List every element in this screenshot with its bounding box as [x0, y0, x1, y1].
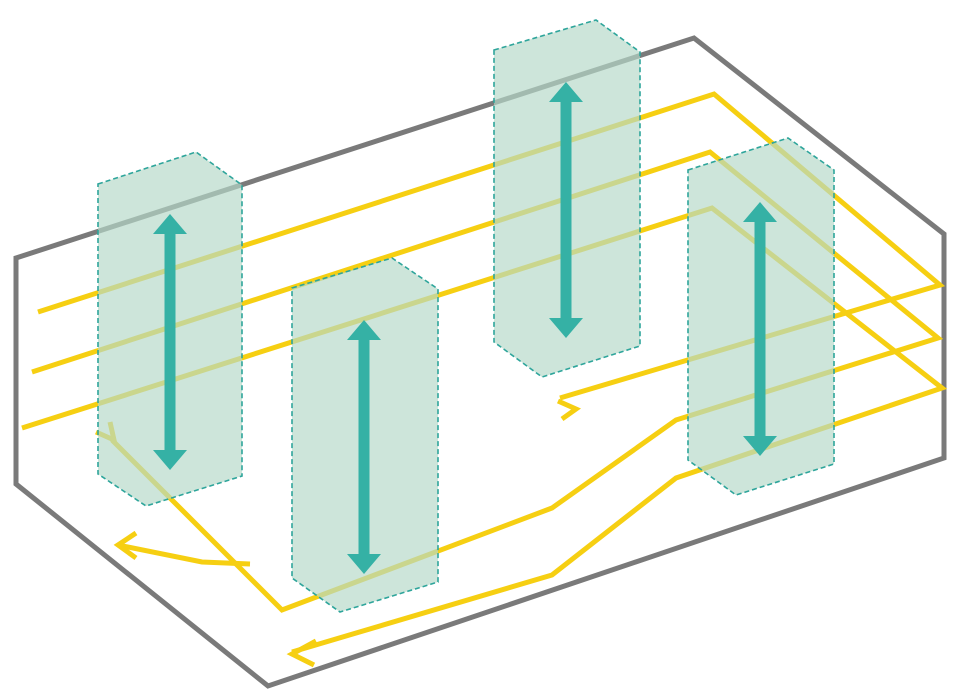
vertical-arrow-3	[549, 82, 583, 338]
vertical-arrows	[153, 82, 777, 574]
vertical-arrow-1	[153, 214, 187, 470]
route-lower-arrowhead	[286, 638, 318, 668]
floor-outline	[13, 35, 947, 689]
vertical-columns	[97, 19, 835, 613]
vertical-arrow-2	[347, 320, 381, 574]
vertical-arrow-4	[743, 202, 777, 456]
route-return	[117, 542, 251, 567]
route-upper-arrowhead	[556, 398, 582, 422]
route-return-arrowhead	[113, 530, 138, 561]
route-middle	[31, 149, 944, 613]
